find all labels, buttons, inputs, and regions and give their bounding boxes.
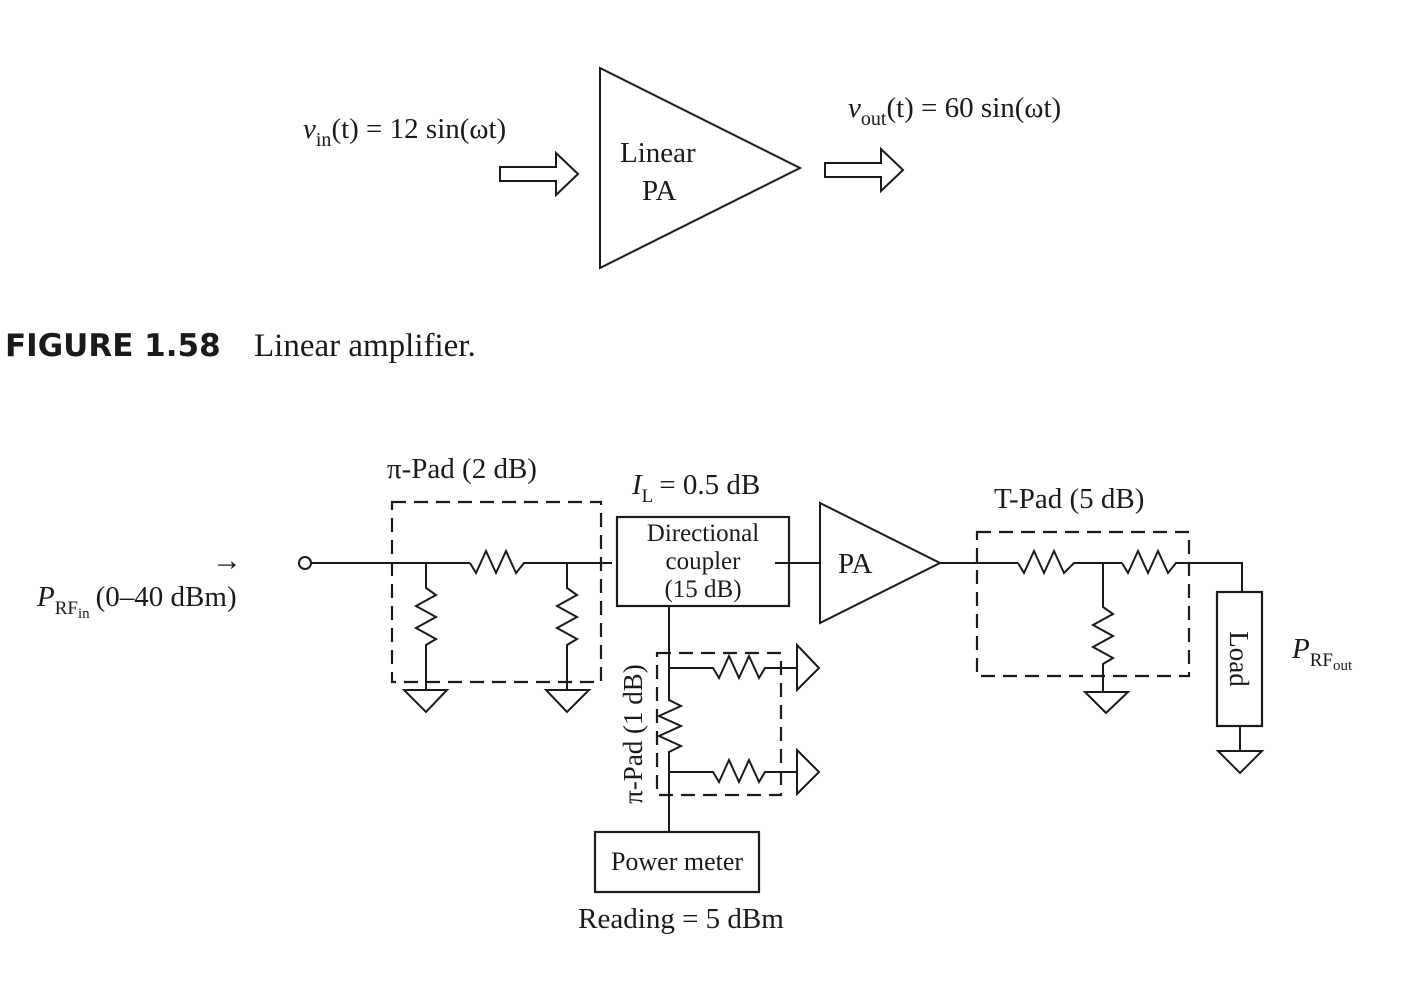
output-power-label: PRFout (1291, 633, 1353, 674)
t-pad-label: T-Pad (5 dB) (994, 483, 1144, 515)
linear-pa-label-line2: PA (642, 175, 676, 207)
coupler-label-line2: coupler (666, 548, 742, 575)
pi-pad-2db-label: π-Pad (2 dB) (387, 453, 537, 485)
pa-label: PA (838, 548, 872, 580)
coupler-label-line3: (15 dB) (664, 576, 741, 603)
figure-caption-text: Linear amplifier. (254, 328, 476, 364)
load-label: Load (1224, 631, 1254, 687)
ground-icon (1215, 750, 1265, 775)
pa-triangle (819, 501, 943, 625)
load-box (1215, 590, 1264, 728)
directional-coupler-box (615, 515, 791, 608)
output-voltage-label: vout(t) = 60 sin(ωt) (848, 92, 1061, 130)
power-meter-reading: Reading = 5 dBm (578, 903, 784, 935)
source-direction-arrow: → (212, 544, 242, 577)
pi-pad-2db-series-resistor (469, 548, 612, 576)
input-arrow-icon (499, 150, 580, 198)
linear-pa-label-line1: Linear (620, 137, 696, 169)
pi-pad-2db-box (390, 500, 603, 684)
power-meter-box (593, 830, 761, 894)
ground-icon (796, 642, 821, 693)
pi-pad-2db-shunt-resistor-left (413, 563, 439, 690)
figure-measurement-setup: → PRFin(0–40 dBm) π-Pad (2 dB) IL= 0.5 d… (36, 453, 1353, 935)
t-pad-series-resistor-right (1121, 548, 1243, 592)
ground-icon (543, 689, 592, 714)
input-voltage-label: vin(t) = 12 sin(ωt) (303, 113, 506, 151)
t-pad-series-resistor-left (1017, 548, 1122, 576)
pi-pad-2db-shunt-resistor-right (554, 563, 580, 690)
power-meter-label: Power meter (611, 847, 743, 876)
pi-pad-1db-shunt-resistor-bottom (669, 757, 797, 785)
insertion-loss-label: IL= 0.5 dB (631, 469, 760, 507)
source-power-label: PRFin(0–40 dBm) (36, 581, 237, 622)
pi-pad-1db-series-resistor (656, 668, 684, 832)
pi-pad-1db-shunt-resistor-top (669, 653, 797, 681)
t-pad-shunt-resistor (1090, 563, 1116, 692)
figure-caption-number: FIGURE 1.58 (5, 328, 221, 364)
t-pad-box (975, 530, 1191, 678)
input-terminal (298, 556, 312, 570)
ground-icon (1082, 691, 1131, 715)
pi-pad-1db-label: π-Pad (1 dB) (618, 664, 648, 804)
figure-linear-amplifier: vin(t) = 12 sin(ωt) Linear PA vout(t) = … (303, 66, 1061, 270)
coupler-label-line1: Directional (647, 520, 760, 547)
ground-icon (401, 689, 450, 714)
ground-icon (796, 747, 821, 797)
output-arrow-icon (824, 146, 905, 194)
linear-pa-triangle (599, 66, 803, 270)
